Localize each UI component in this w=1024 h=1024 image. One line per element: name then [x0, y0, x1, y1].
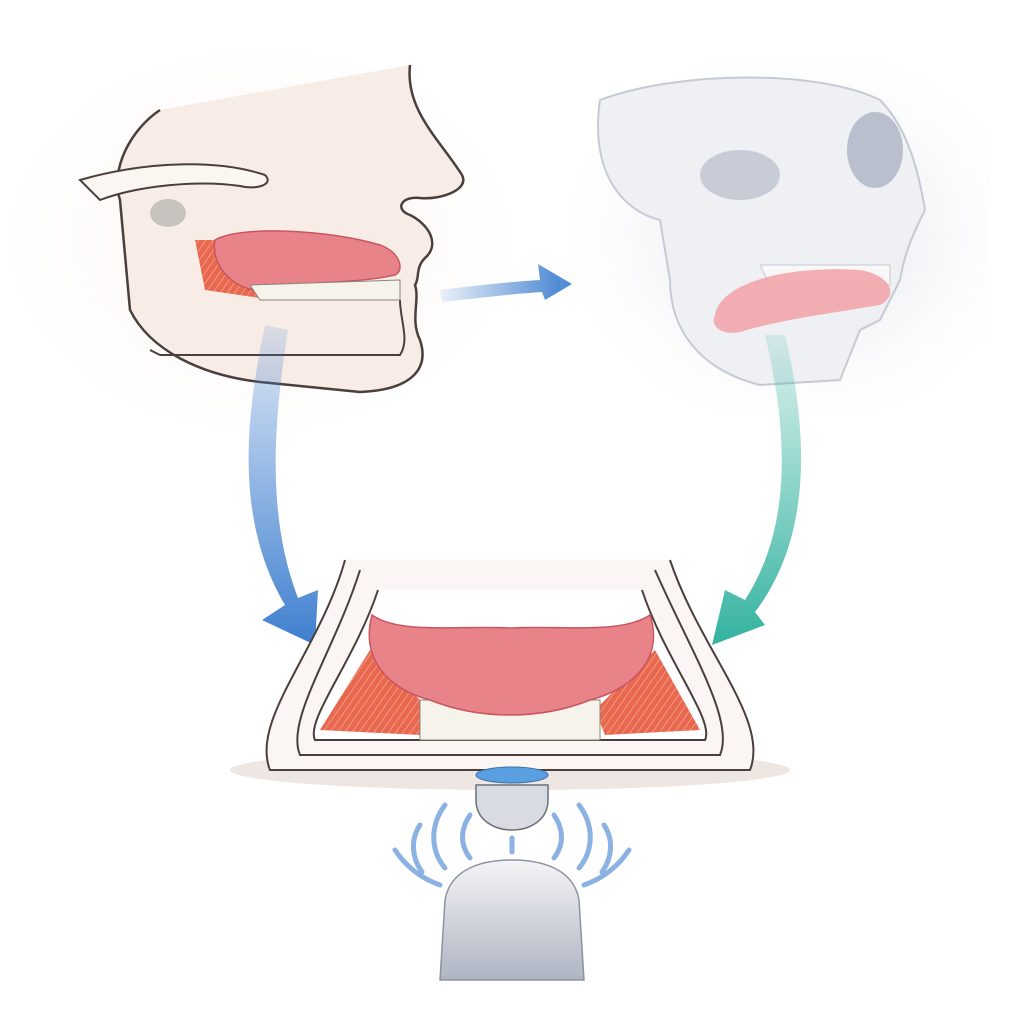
face-profile-panel	[10, 50, 510, 430]
tongue	[213, 230, 401, 292]
skull-panel	[560, 60, 990, 410]
arrow-down-teal-icon	[712, 335, 802, 645]
signal-waves-icon	[392, 802, 632, 888]
ultrasound-probe	[392, 766, 632, 981]
muscle-left	[320, 650, 430, 735]
tongue-cross-section	[368, 613, 655, 716]
arrow-right-icon	[440, 264, 572, 302]
arrow-down-blue-icon	[248, 325, 318, 645]
muscle-right	[595, 650, 700, 735]
sensor-cap	[475, 784, 549, 831]
probe-body	[439, 859, 585, 981]
tongue	[713, 269, 891, 333]
